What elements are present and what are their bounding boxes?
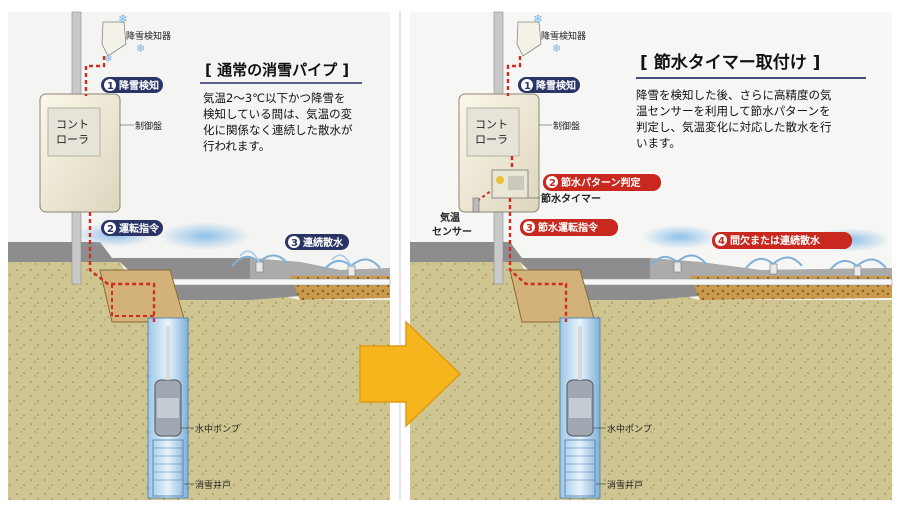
left-sprinkler-1 <box>231 250 289 273</box>
left-snow-detector <box>101 21 127 57</box>
left-snow-detector-label: 降雪検知器 <box>126 30 171 42</box>
right-step-4-num: 4 <box>718 236 725 247</box>
right-step-3-badge: 3 節水運転指令 <box>520 219 618 236</box>
right-step-1-num: 1 <box>524 81 531 92</box>
right-snowflake-icon: ❄ <box>533 12 543 26</box>
right-temp-sensor-label-1: 気温 <box>439 211 460 224</box>
right-step-1-label: 降雪検知 <box>536 79 576 92</box>
right-desc-line-4: います。 <box>636 136 681 150</box>
left-desc-line-3: 化に関係なく連続した散水が <box>203 123 353 137</box>
right-step-2-label: 節水パターン判定 <box>561 176 641 189</box>
left-step-3-label: 連続散水 <box>303 236 344 249</box>
left-step-1-badge: 1 降雪検知 <box>101 77 163 93</box>
right-signal-path-1 <box>506 56 522 96</box>
right-temp-sensor-label-2: センサー <box>432 226 472 238</box>
left-desc-line-1: 気温2～3℃以下かつ降雪を <box>203 91 346 105</box>
right-step-2-badge: 2 節水パターン判定 <box>543 174 661 191</box>
transition-arrow-icon <box>359 320 462 428</box>
left-controller-label-1: コント <box>56 118 89 131</box>
right-pit <box>509 269 596 323</box>
right-step-2-num: 2 <box>549 178 556 189</box>
svg-text:❄: ❄ <box>552 42 561 55</box>
left-control-panel-label: 制御盤 <box>135 120 162 132</box>
left-step-3-num: 3 <box>291 238 298 249</box>
right-controller-label-2: ローラ <box>475 133 508 146</box>
left-sprinkler-pipe <box>159 278 391 286</box>
right-desc-line-3: 判定し、気温変化に対応した散水を行 <box>636 120 832 134</box>
left-well-label: 消雪井戸 <box>195 479 231 491</box>
right-title: [ 節水タイマー取付け ] <box>640 52 820 73</box>
svg-text:❄: ❄ <box>104 54 112 65</box>
left-soil <box>8 262 390 500</box>
left-pump-label: 水中ポンプ <box>195 423 240 435</box>
right-step-4-badge: 4 間欠または連続散水 <box>712 232 852 249</box>
right-snow-detector-label: 降雪検知器 <box>541 30 586 42</box>
right-controller <box>466 107 520 157</box>
left-snow-patch <box>160 222 250 250</box>
left-step-2-badge: 2 運転指令 <box>101 220 163 236</box>
right-panel: ❄ ❄ [ 節水タイマー取付け ] <box>410 11 893 500</box>
left-snowflake-icon: ❄ <box>118 12 128 26</box>
right-sprinkler-1 <box>649 254 707 273</box>
right-pump-label: 水中ポンプ <box>607 423 652 435</box>
right-signal-path-2 <box>508 198 568 322</box>
left-controller <box>47 107 101 157</box>
left-desc-line-4: 行われます。 <box>203 139 270 153</box>
left-desc-line-2: 検知している間は、気温の変 <box>203 107 353 121</box>
left-step-1-label: 降雪検知 <box>119 79 159 92</box>
right-desc-line-1: 降雪を検知した後、さらに高精度の気 <box>636 88 832 102</box>
right-snow-detector <box>516 21 542 57</box>
right-desc-line-2: 温センサーを利用して節水パターンを <box>636 104 831 118</box>
right-step-4-label: 間欠または連続散水 <box>730 234 821 247</box>
left-signal-path-1 <box>84 56 106 96</box>
svg-text:❄: ❄ <box>136 42 145 55</box>
right-sprinkler-pipe <box>559 278 893 286</box>
right-sprinkler-2 <box>745 256 803 275</box>
left-panel: ❄ ❄ ❄ [ 通常の消雪パイプ ] 気温2～3℃以下かつ降雪を 検知している間… <box>8 11 391 500</box>
right-timer-label: 節水タイマー <box>541 192 601 205</box>
left-step-2-num: 2 <box>107 224 114 235</box>
right-step-1-badge: 1 降雪検知 <box>518 77 580 93</box>
right-snow-patch <box>642 225 718 249</box>
left-step-1-num: 1 <box>107 81 114 92</box>
right-step-3-label: 節水運転指令 <box>538 221 599 234</box>
left-title: [ 通常の消雪パイプ ] <box>205 61 349 79</box>
left-sprinkler-2 <box>323 254 381 277</box>
right-control-panel-label: 制御盤 <box>553 120 580 132</box>
left-signal-path-2 <box>88 212 156 322</box>
left-step-2-label: 運転指令 <box>119 222 160 235</box>
right-step-3-num: 3 <box>526 223 533 234</box>
left-controller-label-2: ローラ <box>56 133 89 146</box>
left-step-3-badge: 3 連続散水 <box>285 234 349 250</box>
right-temp-sensor <box>472 197 480 213</box>
right-sprinkler-3 <box>829 258 887 277</box>
right-well-label: 消雪井戸 <box>607 479 643 491</box>
right-controller-label-1: コント <box>475 118 508 131</box>
